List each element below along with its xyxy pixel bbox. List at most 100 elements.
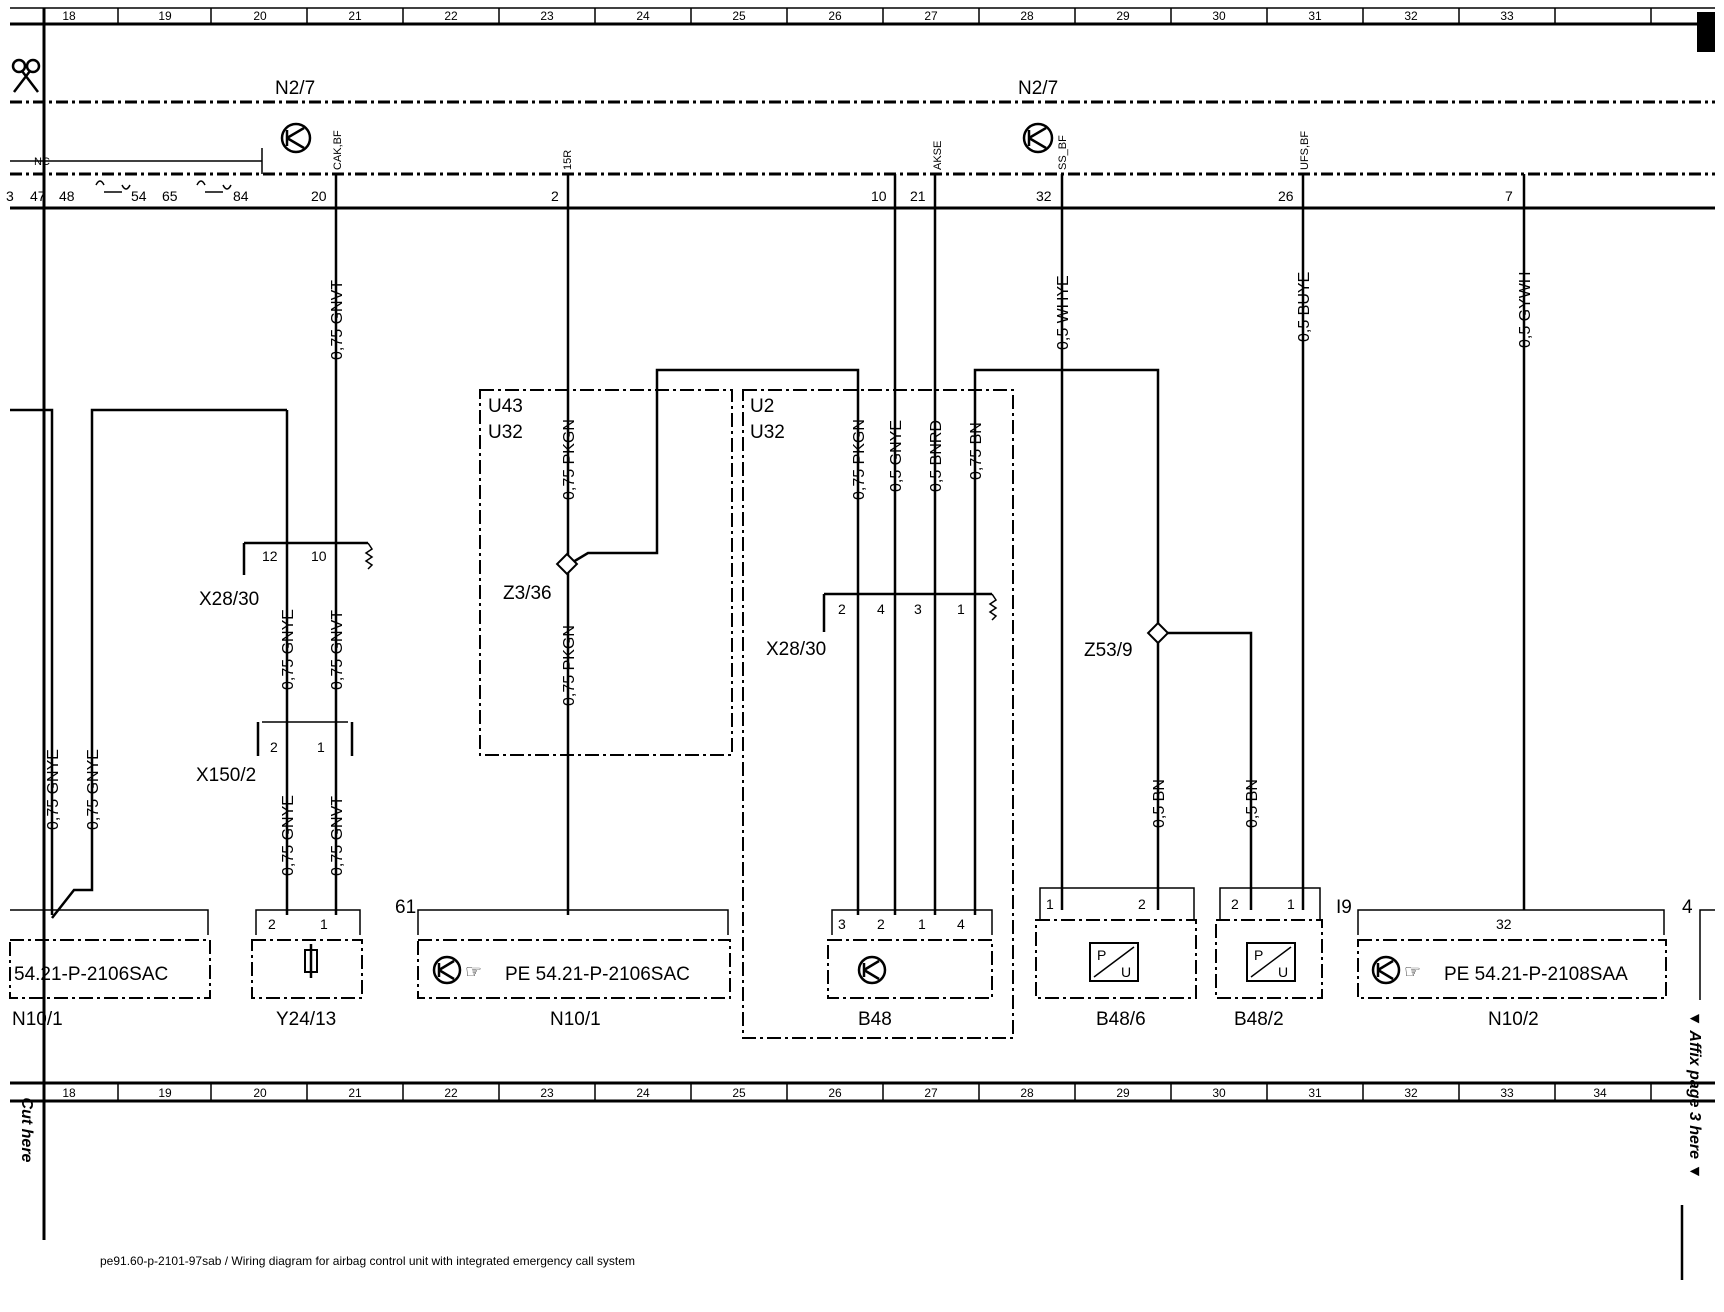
corner-block (1697, 12, 1715, 52)
top-grid-strip: 18 19 20 21 22 23 24 25 26 27 28 29 30 3… (10, 7, 1715, 26)
connector-x1502: 2 1 (256, 721, 354, 756)
svg-text:P: P (1254, 947, 1263, 963)
top-pin: 20 (311, 188, 327, 204)
grid-num: 21 (348, 1086, 362, 1100)
grid-num: 34 (1593, 1086, 1607, 1100)
wire-label: 0,75 PKGN (851, 419, 868, 500)
grid-num: 20 (253, 1086, 267, 1100)
grid-num: 33 (1500, 9, 1514, 23)
svg-text:4: 4 (957, 916, 965, 932)
x1502-label: X150/2 (196, 765, 256, 786)
pin-stubs (334, 174, 1526, 188)
top-pin: 54 (131, 188, 147, 204)
bridge-icon (95, 180, 131, 193)
grid-num: 18 (62, 1086, 76, 1100)
component-b482: P U 2 1 (1215, 887, 1323, 999)
c4-label: 4 (1682, 897, 1693, 918)
u32-label: U32 (750, 422, 785, 443)
module-label-left: N2/7 (275, 78, 315, 99)
splice-z539 (1146, 621, 1170, 645)
component-y2413: 2 1 (251, 909, 363, 999)
component-b48: 3 2 1 4 (827, 909, 993, 999)
svg-text:4: 4 (877, 601, 885, 617)
signal-label: SS_BF (1057, 135, 1069, 170)
svg-text:1: 1 (918, 916, 926, 932)
grid-num: 24 (636, 9, 650, 23)
c19-label: I9 (1336, 897, 1352, 918)
svg-text:2: 2 (270, 739, 278, 755)
svg-text:3: 3 (914, 601, 922, 617)
svg-text:32: 32 (1496, 916, 1512, 932)
top-pin: 84 (233, 188, 249, 204)
reference-icon: ☞ (1404, 962, 1421, 983)
grid-num: 20 (253, 9, 267, 23)
svg-text:PE 54.21-P-2108SAA: PE 54.21-P-2108SAA (1444, 964, 1628, 985)
wire-label: 0,75 GNVT (329, 796, 346, 876)
top-pin: 47 (30, 188, 46, 204)
n102-label: N10/2 (1488, 1009, 1539, 1030)
grid-num: 26 (828, 9, 842, 23)
component-n102: ☞ PE 54.21-P-2108SAA 32 (1357, 909, 1667, 999)
grid-num: 33 (1500, 1086, 1514, 1100)
c61-label: 61 (395, 897, 416, 918)
wire-label: 0,75 PKGN (561, 419, 578, 500)
grid-num: 31 (1308, 9, 1322, 23)
n101-mid-label: N10/1 (550, 1009, 601, 1030)
wire-label: 0,75 GNVT (329, 610, 346, 690)
transistor-icon (1371, 955, 1401, 985)
svg-text:1: 1 (317, 739, 325, 755)
svg-text:2: 2 (877, 916, 885, 932)
wire-label: 0,5 BN (1244, 779, 1261, 828)
wire-label: 0,5 BN (1151, 779, 1168, 828)
svg-text:10: 10 (311, 548, 327, 564)
grid-num: 28 (1020, 1086, 1034, 1100)
svg-text:P: P (1097, 947, 1106, 963)
transistor-icon (432, 955, 462, 985)
x2830-left-label: X28/30 (199, 589, 259, 610)
top-pin: 3 (6, 188, 14, 204)
component-n101-mid: ☞ PE 54.21-P-2106SAC (417, 909, 731, 999)
diagram-caption: pe91.60-p-2101-97sab / Wiring diagram fo… (100, 1254, 635, 1268)
svg-text:PE 54.21-P-2106SAC: PE 54.21-P-2106SAC (505, 964, 690, 985)
u32-label: U32 (488, 422, 523, 443)
grid-num: 22 (444, 1086, 458, 1100)
partial-component-edge (1699, 909, 1715, 1000)
u2-u32-box (742, 389, 1014, 1039)
svg-text:1: 1 (1046, 896, 1054, 912)
svg-text:U: U (1121, 964, 1131, 980)
b482-label: B48/2 (1234, 1009, 1284, 1030)
signal-label: AKSE (932, 141, 944, 170)
svg-text:2: 2 (1138, 896, 1146, 912)
connector-x2830-right: 2 4 3 1 (822, 592, 998, 632)
bottom-grid-strip: 18 19 20 21 22 23 24 25 26 27 28 29 30 3… (10, 1081, 1715, 1103)
wire-label: 0,5 GNYE (888, 420, 905, 492)
grid-num: 31 (1308, 1086, 1322, 1100)
component-n101-left: 54.21-P-2106SAC (9, 909, 211, 999)
svg-text:U: U (1278, 964, 1288, 980)
grid-num: 27 (924, 9, 938, 23)
grid-num: 19 (158, 1086, 172, 1100)
grid-num: 23 (540, 1086, 554, 1100)
svg-text:1: 1 (320, 916, 328, 932)
grid-num: 25 (732, 1086, 746, 1100)
svg-text:1: 1 (1287, 896, 1295, 912)
signal-label: CAK,BF (332, 130, 344, 170)
top-pin: 65 (162, 188, 178, 204)
signal-label: 15R (562, 150, 574, 170)
wire-label: 0,5 GYWH (1517, 272, 1534, 348)
wire-label: 0,5 WHYE (1055, 275, 1072, 350)
n101-left-label: N10/1 (12, 1009, 63, 1030)
wire-label: 0,75 GNYE (280, 795, 297, 876)
grid-num: 21 (348, 9, 362, 23)
wire-label: 0,75 GNYE (45, 749, 62, 830)
connector-x2830-left: 12 10 (242, 541, 374, 575)
z539-label: Z53/9 (1084, 640, 1133, 661)
grid-num: 30 (1212, 9, 1226, 23)
z336-label: Z3/36 (503, 583, 552, 604)
reference-icon: ☞ (465, 962, 482, 983)
nc-label: NC (34, 156, 50, 168)
grid-num: 30 (1212, 1086, 1226, 1100)
b486-label: B48/6 (1096, 1009, 1146, 1030)
y2413-label: Y24/13 (276, 1009, 336, 1030)
